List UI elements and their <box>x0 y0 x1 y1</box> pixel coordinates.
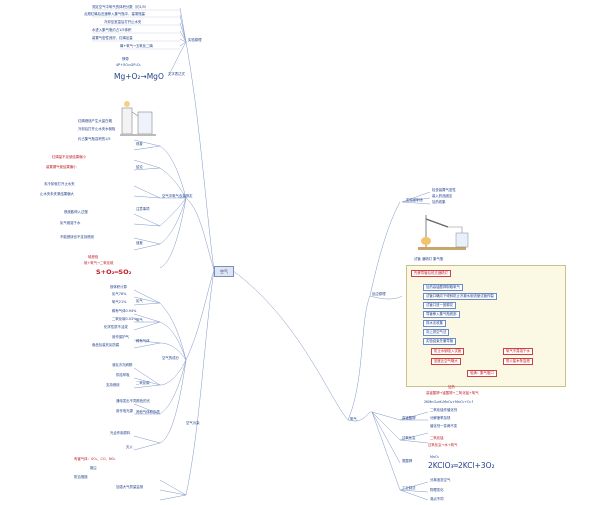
panel-box-7: 实验结束先撤导管 <box>423 338 457 346</box>
branch-c[interactable]: 过氧化氢 <box>402 436 416 440</box>
panel-red-2: 氧气不易溶于水 <box>503 348 533 356</box>
panel-box-1: 加热高锰酸钾制取氧气 <box>423 284 463 292</box>
panel-red-title: 先移导管后熄灭酒精灯 <box>411 270 451 278</box>
middle-item-2: 约占集气瓶容积的1/5 <box>78 137 111 141</box>
upper-line-3: 冷却至室温后打开止水夹 <box>104 20 142 24</box>
e-item-3: 沸点不同 <box>430 497 444 501</box>
panel-red-5: 验满：集气瓶口 <box>467 370 497 378</box>
e-item-2: 物理变化 <box>430 488 444 492</box>
formula1-b: 2KMnO₄═K₂MnO₄+MnO₂+O₂↑ <box>424 400 474 404</box>
apparatus-label: 试管 酒精灯 集气瓶 <box>414 257 444 261</box>
formula1-label: 加热 <box>448 385 455 389</box>
middle-item-3: 红磷量不足使结果偏小 <box>52 155 86 159</box>
formula2-label: 二氧化锰 <box>430 436 444 440</box>
lower-sub-5[interactable]: 其他气体和杂质 <box>136 410 160 414</box>
panel-red-1: 防止水倒吸入试管 <box>431 348 465 356</box>
lower-sub-3[interactable]: 稀有气体 <box>136 339 150 343</box>
lower-item-11: 支持燃烧 <box>106 383 120 387</box>
root-node[interactable]: 空气 <box>214 266 234 277</box>
upper-line-5: 装置气密性良好、红磷足量 <box>92 36 133 40</box>
middle-sub-1[interactable]: 现象 <box>136 142 143 146</box>
lower-item-1: 按体积计算 <box>110 285 127 289</box>
middle-item-6: 止水夹未夹紧结果偏大 <box>40 192 74 196</box>
lower-item-8: 食品包装充氮防腐 <box>92 343 120 347</box>
c-item-3: 催化剂一变两不变 <box>430 424 458 428</box>
upper-line-2: 点燃红磷后迅速伸入集气瓶中，塞紧瓶塞 <box>84 12 146 16</box>
sulfur-word: 硫+氧气→二氧化硫 <box>84 261 114 265</box>
middle-sub-4[interactable]: 误差 <box>136 241 143 245</box>
right-top-3: 加热收集 <box>432 200 446 204</box>
upper-formula: 4P+5O₂═2P₂O₅ <box>116 63 141 67</box>
lower-item-2: 氮气78% <box>112 292 127 296</box>
middle-item-a: 红磷燃烧产生大量白烟 <box>78 119 112 123</box>
lower-branch[interactable]: 空气的成分 <box>162 356 179 360</box>
middle-branch[interactable]: 空气中氧气含量测定 <box>162 194 193 198</box>
right-branch[interactable]: 氧气 <box>350 417 357 421</box>
upper-branch-b[interactable]: 文字表达式 <box>168 72 185 76</box>
formula1: 高锰酸钾→锰酸钾+二氧化锰+氧气 <box>426 391 479 395</box>
branch-e[interactable]: 工业制法 <box>402 486 416 490</box>
formula2: 过氧化氢→水+氧气 <box>428 443 458 447</box>
middle-item-b: 冷却后打开止水夹水倒吸 <box>78 127 116 131</box>
branch-b[interactable]: 高锰酸钾 <box>402 416 416 420</box>
middle-item-5: 未冷却就打开止水夹 <box>44 182 75 186</box>
upper-line-1: 测定空气中氧气的体积分数（约1/5） <box>92 5 149 9</box>
pollution-1: 有害气体：SO₂、CO、NO₂ <box>74 457 116 461</box>
c-item-1: 二氧化锰作催化剂 <box>430 408 458 412</box>
panel-red-4: 带火星木条复燃 <box>503 358 533 366</box>
right-top-1: 检查装置气密性 <box>432 188 456 192</box>
formula3: 2KClO₃═2KCl+3O₂ <box>428 461 495 470</box>
lower-item-13: 用作电光源 <box>116 409 133 413</box>
e-item-1: 分离液态空气 <box>430 478 451 482</box>
upper-formula-word: 磷+氧气→五氧化二磷 <box>120 44 153 48</box>
middle-item-9: 不能燃烧也不支持燃烧 <box>60 235 94 239</box>
panel-box-6: 向上排空气法 <box>423 329 450 337</box>
mg-label: 镁带 <box>122 57 129 61</box>
lab-setup-illustration <box>418 215 469 250</box>
pollution-3: 防治措施 <box>74 475 88 479</box>
middle-sub-2[interactable]: 结论 <box>136 165 143 169</box>
lower-item-5: 二氧化碳0.03% <box>112 317 137 321</box>
branch-d[interactable]: 氯酸钾 <box>402 459 413 463</box>
lower-item-12: 通电发出不同颜色的光 <box>116 399 150 403</box>
apparatus-illustration <box>120 101 156 136</box>
sulfur-label: 硫燃烧 <box>88 255 99 259</box>
middle-item-4: 装置漏气使结果偏小 <box>46 165 77 169</box>
lower-item-14: 光合作用原料 <box>110 431 131 435</box>
middle-sub-3[interactable]: 注意事项 <box>136 207 150 211</box>
upper-branch-a[interactable]: 实验原理 <box>188 38 202 42</box>
middle-item-7: 燃烧匙伸入过慢 <box>64 210 88 214</box>
panel-branch[interactable]: 反应原理 <box>372 292 386 296</box>
lower-sub-4[interactable]: 二氧化碳 <box>136 381 150 385</box>
formula3-label: MnO₂ <box>430 455 440 459</box>
panel-box-5: 排水法收集 <box>423 320 446 328</box>
panel-box-3: 试管口放一团棉花 <box>423 302 457 310</box>
lower-sub-1[interactable]: 氮气 <box>136 299 143 303</box>
sulfur-formula: S+O₂═SO₂ <box>96 268 132 276</box>
upper-line-4: 水进入集气瓶约占1/5体积 <box>92 28 132 32</box>
lower-item-6: 化学性质不活泼 <box>104 325 128 329</box>
mg-formula: Mg+O₂→MgO <box>114 72 164 81</box>
middle-item-8: 氮气难溶于水 <box>60 221 81 225</box>
reaction-panel: 先移导管后熄灭酒精灯 加热高锰酸钾制取氧气 试管口略向下倾斜防止冷凝水倒流使试管… <box>406 265 566 387</box>
lower-item-9: 液氮冷冻麻醉 <box>112 363 133 367</box>
panel-red-3: 密度比空气略大 <box>431 358 461 366</box>
lower-item-10: 供给呼吸 <box>116 373 130 377</box>
c-item-2: 分解速率加快 <box>430 416 451 420</box>
lower-branch-2[interactable]: 空气污染 <box>186 421 200 425</box>
right-top-2: 装入药品固定 <box>432 194 453 198</box>
lower-item-4: 稀有气体0.94% <box>112 309 137 313</box>
lower-item-7: 用作保护气 <box>112 335 129 339</box>
pollution-2: 烟尘 <box>90 466 97 470</box>
pollution-4: 加强大气质量监测 <box>116 485 144 489</box>
lower-sub-2[interactable]: 氧气 <box>136 318 143 322</box>
panel-box-4: 导管伸入集气瓶底部 <box>423 311 460 319</box>
lower-item-3: 氧气21% <box>112 300 127 304</box>
right-top-label[interactable]: 实验室制法 <box>406 198 423 202</box>
lower-item-15: 灭火 <box>126 445 133 449</box>
panel-box-2: 试管口略向下倾斜防止冷凝水倒流使试管炸裂 <box>423 293 497 301</box>
